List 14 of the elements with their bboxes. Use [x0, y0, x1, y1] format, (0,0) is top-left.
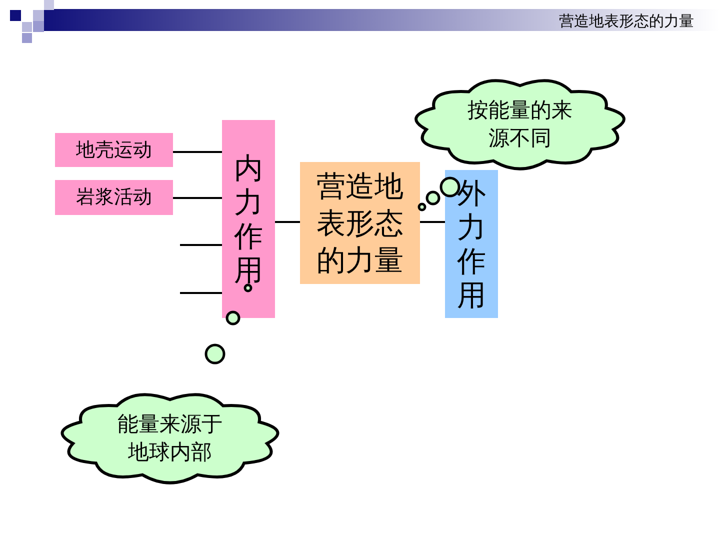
- cloud-text: 按能量的来源不同: [466, 97, 574, 152]
- term-box: 岩浆活动: [55, 180, 173, 215]
- connector-line: [173, 151, 222, 153]
- connector-line: [180, 292, 222, 294]
- term-box: 外力作用: [445, 170, 498, 318]
- cloud-text: 能量来源于地球内部: [116, 411, 224, 466]
- term-box: 营造地表形态的力量: [300, 162, 420, 284]
- term-box: 内力作用: [222, 120, 275, 318]
- connector-line: [180, 244, 222, 246]
- connector-line: [275, 221, 300, 223]
- slide-title: 营造地表形态的力量: [559, 11, 694, 31]
- connector-line: [173, 197, 222, 199]
- term-box: 地壳运动: [55, 133, 173, 167]
- connector-line: [420, 221, 445, 223]
